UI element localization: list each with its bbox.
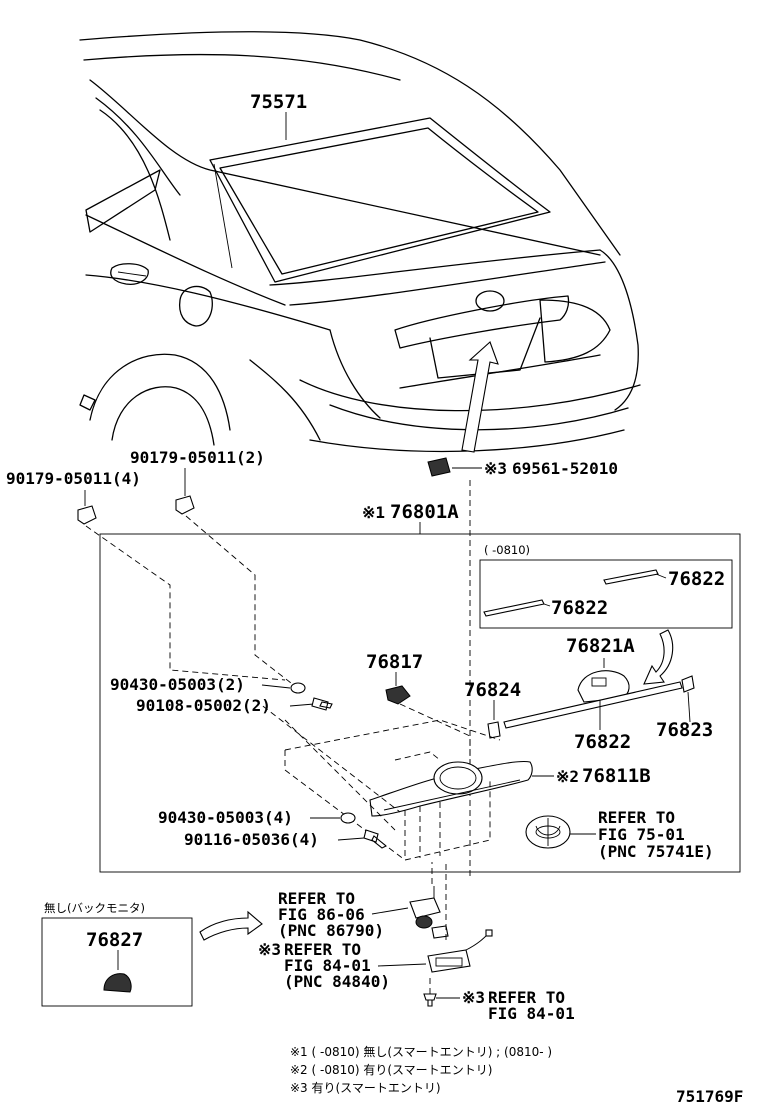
washer-90430-4-icon — [340, 812, 356, 824]
footnote-2: ※2 ( -0810) 有り(スマートエントリ) — [290, 1063, 492, 1077]
leader-76823 — [687, 691, 691, 723]
pad-76824-icon — [487, 721, 501, 739]
leader-90116-4 — [337, 837, 365, 841]
label-90179-2: 90179-05011(2) — [130, 448, 265, 467]
clip-76823-icon — [681, 675, 695, 693]
ref3-line1: REFER TO — [284, 940, 361, 959]
leader-90430-2 — [261, 684, 291, 689]
camera-icon — [409, 886, 441, 929]
cover-76827-icon — [103, 973, 132, 993]
garnish-76811B — [369, 760, 533, 817]
ref4-line1: REFER TO — [488, 988, 565, 1007]
moulding-76822-low-icon — [503, 681, 683, 729]
mark-76801A: ※1 — [362, 503, 385, 522]
badge-76821A-hole — [591, 677, 607, 687]
dash-90430-2 — [254, 699, 401, 813]
footnote-1: ※1 ( -0810) 無し(スマートエントリ) ; (0810- ) — [290, 1044, 552, 1059]
switch-76817-icon — [385, 685, 411, 705]
mark-69561: ※3 — [484, 459, 507, 478]
screw-bottom-icon — [423, 993, 437, 1007]
label-90116-4: 90116-05036(4) — [184, 830, 319, 849]
ref2-line3: (PNC 86790) — [278, 921, 384, 940]
ref1-line3: (PNC 75741E) — [598, 842, 714, 861]
label-90430-2: 90430-05003(2) — [110, 675, 245, 694]
leader-camera — [371, 907, 409, 915]
dash-90179-2 — [185, 515, 301, 691]
label-76821A: 76821A — [566, 635, 635, 657]
mark-76811B: ※2 — [556, 767, 579, 786]
ref3-mark: ※3 — [258, 940, 281, 959]
label-76823: 76823 — [656, 719, 713, 741]
ref2-line2: FIG 86-06 — [278, 905, 365, 924]
washer-90430-2-icon — [290, 682, 306, 694]
leader-76822-mid — [543, 603, 551, 607]
moulding-76822-top-icon — [603, 569, 659, 585]
clip-69561-icon — [427, 457, 451, 477]
label-76801A: 76801A — [390, 501, 459, 523]
ref4-mark: ※3 — [462, 988, 485, 1007]
screw-90116-4-icon — [363, 829, 387, 849]
label-76827: 76827 — [86, 929, 143, 951]
dash-76817 — [399, 703, 471, 770]
car-body-illustration — [79, 31, 641, 453]
leader-90108-2 — [289, 703, 315, 707]
footnote-3: ※3 有り(スマートエントリ) — [290, 1081, 441, 1095]
diagram-id: 751769F — [676, 1087, 743, 1106]
license-lamp-icon — [427, 925, 493, 973]
ref3-line3: (PNC 84840) — [284, 972, 390, 991]
arrow-to-camera-icon — [199, 910, 263, 941]
dash-proj-inner — [394, 751, 441, 761]
sub-box-0810 — [479, 559, 733, 629]
label-76822-low: 76822 — [574, 731, 631, 753]
sub-box-header: ( -0810) — [484, 543, 530, 557]
monitor-box — [41, 917, 193, 1007]
emblem-icon — [525, 815, 571, 849]
dash-proj-outline — [284, 750, 491, 861]
label-76822-top: 76822 — [668, 568, 725, 590]
label-76817: 76817 — [366, 651, 423, 673]
label-69561: 69561-52010 — [512, 459, 618, 478]
ref2-line1: REFER TO — [278, 889, 355, 908]
dash-90108-2 — [284, 719, 396, 831]
label-90430-4: 90430-05003(4) — [158, 808, 293, 827]
ref1-line1: REFER TO — [598, 808, 675, 827]
screw-90108-2-icon — [311, 697, 333, 711]
leader-76822-top — [655, 573, 667, 579]
label-90179-4: 90179-05011(4) — [6, 469, 141, 488]
assembly-box-76801A — [99, 533, 741, 873]
curved-arrow-icon — [643, 629, 674, 685]
label-75571: 75571 — [250, 91, 307, 113]
monitor-box-header: 無し(バックモニタ) — [44, 901, 145, 915]
leader-lamp — [377, 963, 427, 967]
label-76824: 76824 — [464, 679, 521, 701]
nut-90179-4-icon — [77, 505, 97, 525]
dash-proj-top — [284, 719, 501, 751]
dash-90179-4 — [85, 525, 286, 681]
ref1-line2: FIG 75-01 — [598, 825, 685, 844]
nut-90179-2-icon — [175, 495, 195, 515]
arrow-to-trunk-icon — [461, 341, 499, 453]
moulding-76822-mid-icon — [483, 599, 545, 617]
ref3-line2: FIG 84-01 — [284, 956, 371, 975]
label-76811B: 76811B — [582, 765, 651, 787]
label-76822-mid: 76822 — [551, 597, 608, 619]
ref4-line2: FIG 84-01 — [488, 1004, 575, 1023]
label-90108-2: 90108-05002(2) — [136, 696, 271, 715]
